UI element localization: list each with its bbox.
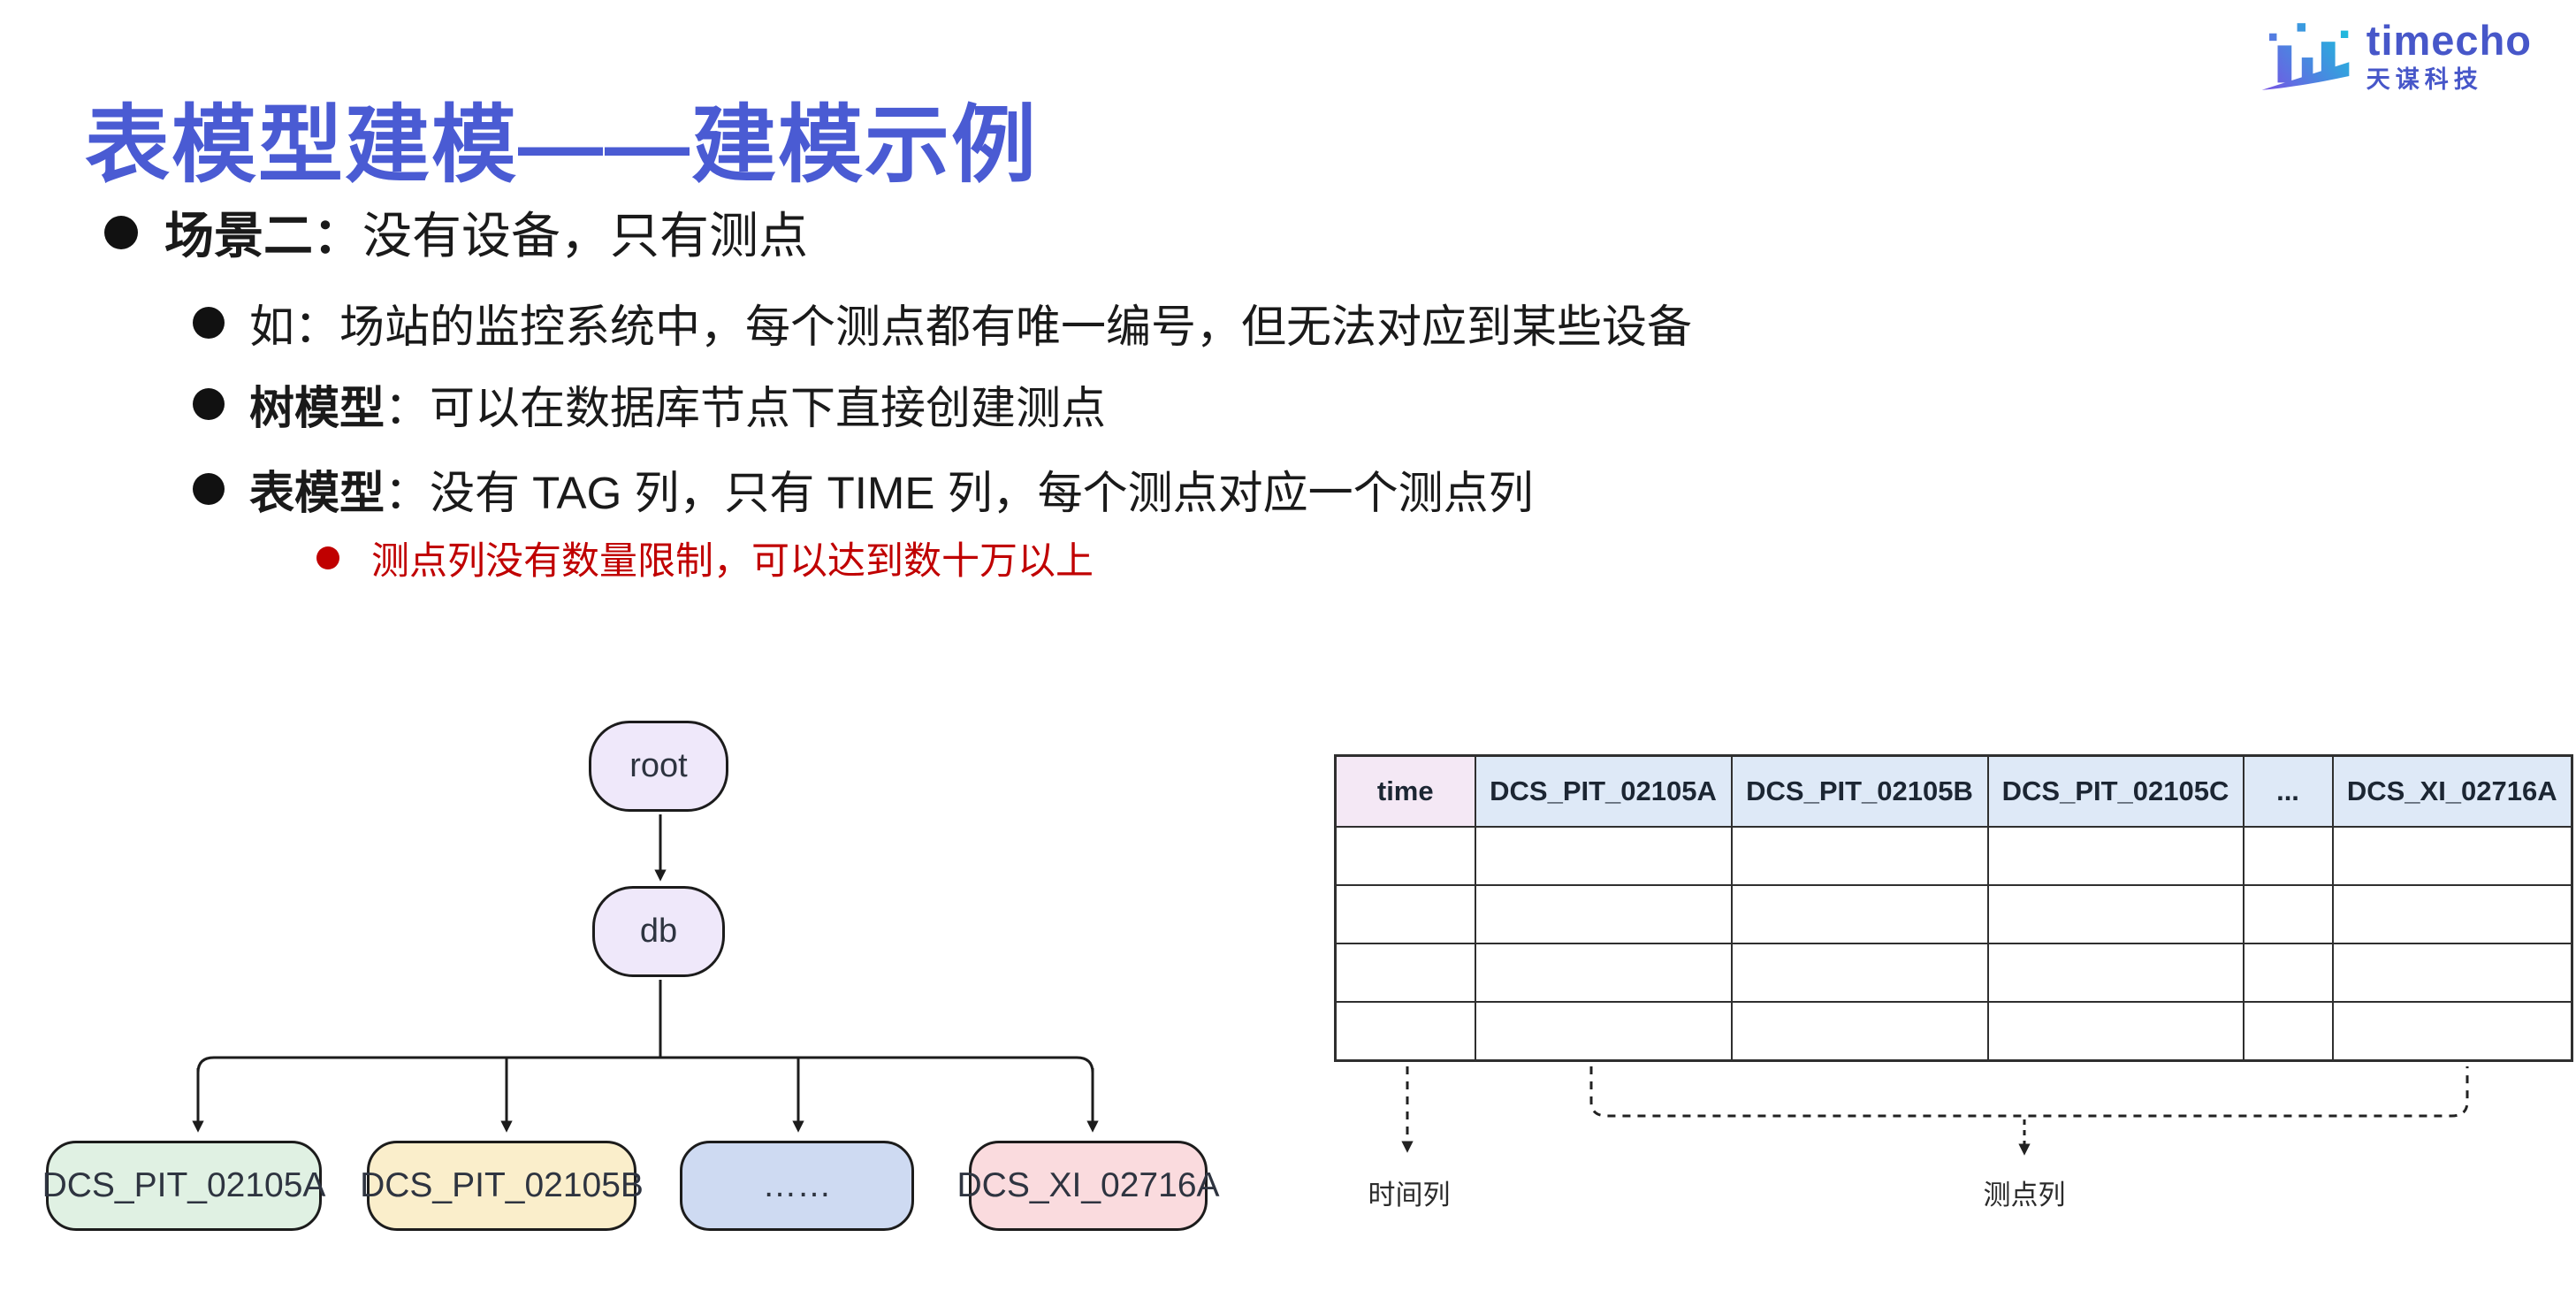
table-header-ellipsis: ... <box>2242 754 2334 828</box>
table-cell <box>1334 943 1476 1003</box>
table-cell <box>2331 1001 2573 1062</box>
bullet-table-model: 表模型：没有 TAG 列，只有 TIME 列，每个测点对应一个测点列 <box>193 456 1534 522</box>
table-cell <box>1730 943 1989 1003</box>
table-cell <box>1474 884 1733 944</box>
table-cell <box>2242 943 2334 1003</box>
measurement-column-label: 测点列 <box>1983 1180 2066 1211</box>
table-cell <box>1986 826 2244 886</box>
table-cell <box>1474 826 1733 886</box>
table-row <box>1334 826 2573 886</box>
bullet-note-red: 测点列没有数量限制，可以达到数十万以上 <box>316 531 1094 585</box>
table-cell <box>1986 884 2244 944</box>
logo-brand-name: timecho <box>2366 17 2532 64</box>
bullet-tree-model: 树模型：可以在数据库节点下直接创建测点 <box>193 371 1106 437</box>
measurement-table: time DCS_PIT_02105A DCS_PIT_02105B DCS_P… <box>1334 754 2573 1062</box>
tree-node-root: root <box>589 721 728 812</box>
bullet-table-model-rest: ：没有 TAG 列，只有 TIME 列，每个测点对应一个测点列 <box>385 468 1534 518</box>
table-cell <box>1730 1001 1989 1062</box>
tree-node-db: db <box>592 886 725 977</box>
table-cell <box>2242 1001 2334 1062</box>
table-cell <box>1730 826 1989 886</box>
bullet-scene-prefix: 场景二： <box>164 208 362 264</box>
bullet-dot-icon <box>193 307 225 339</box>
bullet-scene: 场景二：没有设备，只有测点 <box>104 196 808 268</box>
table-header-dcs-xi-02716a: DCS_XI_02716A <box>2331 754 2573 828</box>
tree-leaf-dcs-pit-02105a: DCS_PIT_02105A <box>42 1141 325 1231</box>
table-cell <box>1986 943 2244 1003</box>
tree-leaf-dcs-pit-02105b: DCS_PIT_02105B <box>360 1141 644 1231</box>
measurement-columns-bracket <box>1589 1066 2469 1118</box>
bullet-tree-model-prefix: 树模型 <box>249 383 385 433</box>
bullet-scene-rest: 没有设备，只有测点 <box>362 208 808 264</box>
timecho-logo: timecho 天谋科技 <box>2259 19 2532 94</box>
branch-horizontal-line <box>196 1056 1094 1073</box>
logo-text: timecho 天谋科技 <box>2366 19 2532 92</box>
table-row <box>1334 884 2573 944</box>
table-cell <box>2242 884 2334 944</box>
logo-brand-chinese: 天谋科技 <box>2366 66 2483 93</box>
table-row <box>1334 943 2573 1003</box>
table-cell <box>1474 1001 1733 1062</box>
table-header-row: time DCS_PIT_02105A DCS_PIT_02105B DCS_P… <box>1334 754 2573 828</box>
bullet-example-rest: 如：场站的监控系统中，每个测点都有唯一编号，但无法对应到某些设备 <box>249 302 1693 352</box>
table-cell <box>2331 884 2573 944</box>
table-header-time: time <box>1334 754 1476 828</box>
table-header-dcs-pit-02105b: DCS_PIT_02105B <box>1730 754 1989 828</box>
table-cell <box>1334 884 1476 944</box>
bullet-dot-icon <box>193 473 225 505</box>
bullet-example: 如：场站的监控系统中，每个测点都有唯一编号，但无法对应到某些设备 <box>193 290 1692 355</box>
bullet-tree-model-rest: ：可以在数据库节点下直接创建测点 <box>385 383 1107 433</box>
table-cell <box>2331 826 2573 886</box>
table-cell <box>1730 884 1989 944</box>
table-cell <box>1474 943 1733 1003</box>
column-annotations <box>1401 1066 2469 1156</box>
bullet-table-model-prefix: 表模型 <box>249 468 385 518</box>
tree-connectors <box>192 814 1099 1133</box>
table-cell <box>1334 826 1476 886</box>
tree-leaf-dcs-xi-02716a: DCS_XI_02716A <box>956 1141 1220 1231</box>
page-title: 表模型建模——建模示例 <box>85 98 1038 194</box>
bullet-dot-icon <box>316 546 339 569</box>
bullet-dot-icon <box>104 215 138 249</box>
bullet-note-text: 测点列没有数量限制，可以达到数十万以上 <box>371 540 1094 583</box>
table-cell <box>1986 1001 2244 1062</box>
table-cell <box>2331 943 2573 1003</box>
bullet-example-text: 如：场站的监控系统中，每个测点都有唯一编号，但无法对应到某些设备 <box>249 290 1692 355</box>
table-cell <box>1334 1001 1476 1062</box>
tree-leaf-ellipsis: …… <box>680 1141 914 1231</box>
table-header-dcs-pit-02105a: DCS_PIT_02105A <box>1474 754 1733 828</box>
bullet-tree-model-text: 树模型：可以在数据库节点下直接创建测点 <box>249 371 1106 437</box>
bullet-scene-text: 场景二：没有设备，只有测点 <box>164 196 808 268</box>
table-row <box>1334 1001 2573 1062</box>
bullet-dot-icon <box>193 388 225 420</box>
table-cell <box>2242 826 2334 886</box>
table-header-dcs-pit-02105c: DCS_PIT_02105C <box>1986 754 2244 828</box>
time-column-label: 时间列 <box>1368 1180 1451 1211</box>
bullet-table-model-text: 表模型：没有 TAG 列，只有 TIME 列，每个测点对应一个测点列 <box>249 456 1534 522</box>
timecho-bars-icon <box>2261 23 2350 90</box>
